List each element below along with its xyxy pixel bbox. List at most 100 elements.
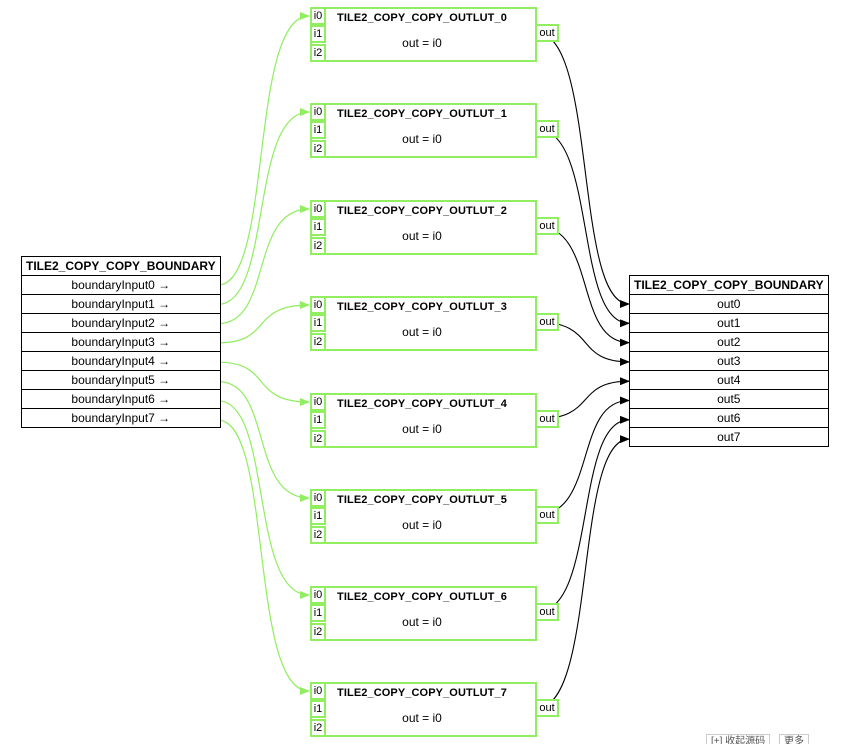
port-i2[interactable]: i2	[310, 333, 326, 351]
port-i2[interactable]: i2	[310, 237, 326, 255]
node-title: TILE2_COPY_COPY_OUTLUT_2	[337, 205, 507, 217]
right-boundary-title: TILE2_COPY_COPY_BOUNDARY	[629, 275, 829, 295]
left-boundary-row-0[interactable]: boundaryInput0 →	[21, 275, 221, 295]
right-boundary-row-7[interactable]: out7	[629, 427, 829, 447]
node-expression: out = i0	[402, 518, 442, 532]
left-boundary-title: TILE2_COPY_COPY_BOUNDARY	[21, 256, 221, 276]
left-boundary-row-2[interactable]: boundaryInput2 →	[21, 313, 221, 333]
node-input-ports: i0 i1 i2	[310, 489, 326, 544]
input-edge-4	[217, 361, 310, 406]
port-i2[interactable]: i2	[310, 719, 326, 737]
port-i2[interactable]: i2	[310, 623, 326, 641]
node-title: TILE2_COPY_COPY_OUTLUT_7	[337, 687, 507, 699]
output-edge-7	[536, 435, 630, 709]
port-out[interactable]: out	[535, 313, 559, 331]
node-expression: out = i0	[402, 132, 442, 146]
port-i0[interactable]: i0	[310, 489, 326, 507]
port-i1[interactable]: i1	[310, 700, 326, 718]
node-input-ports: i0 i1 i2	[310, 103, 326, 158]
port-i1[interactable]: i1	[310, 218, 326, 236]
port-i0[interactable]: i0	[310, 586, 326, 604]
right-boundary-row-0[interactable]: out0	[629, 294, 829, 314]
left-boundary-table: TILE2_COPY_COPY_BOUNDARY boundaryInput0 …	[21, 256, 221, 428]
collapse-source-button[interactable]: [+] 收起源码	[706, 734, 771, 744]
node-outlut-4[interactable]: i0 i1 i2 TILE2_COPY_COPY_OUTLUT_4 out = …	[310, 393, 559, 448]
port-i0[interactable]: i0	[310, 393, 326, 411]
node-expression: out = i0	[402, 36, 442, 50]
input-edge-3	[217, 301, 310, 344]
left-boundary-row-4[interactable]: boundaryInput4 →	[21, 351, 221, 371]
input-edge-0	[217, 12, 310, 286]
code-toolbar: [+] 收起源码 更多	[706, 734, 859, 744]
node-title: TILE2_COPY_COPY_OUTLUT_0	[337, 12, 507, 24]
right-boundary-row-1[interactable]: out1	[629, 313, 829, 333]
right-boundary-table: TILE2_COPY_COPY_BOUNDARY out0 out1 out2 …	[629, 275, 829, 447]
port-i2[interactable]: i2	[310, 140, 326, 158]
input-edge-1	[217, 108, 310, 305]
port-i0[interactable]: i0	[310, 200, 326, 218]
port-i2[interactable]: i2	[310, 44, 326, 62]
input-edge-2	[217, 205, 310, 325]
port-out[interactable]: out	[535, 120, 559, 138]
node-title: TILE2_COPY_COPY_OUTLUT_3	[337, 301, 507, 313]
node-outlut-5[interactable]: i0 i1 i2 TILE2_COPY_COPY_OUTLUT_5 out = …	[310, 489, 559, 544]
port-i0[interactable]: i0	[310, 682, 326, 700]
right-boundary-row-3[interactable]: out3	[629, 351, 829, 371]
port-i1[interactable]: i1	[310, 25, 326, 43]
port-i0[interactable]: i0	[310, 7, 326, 25]
node-expression: out = i0	[402, 615, 442, 629]
right-boundary-row-2[interactable]: out2	[629, 332, 829, 352]
node-title: TILE2_COPY_COPY_OUTLUT_6	[337, 591, 507, 603]
port-i1[interactable]: i1	[310, 314, 326, 332]
node-expression: out = i0	[402, 229, 442, 243]
port-out[interactable]: out	[535, 603, 559, 621]
port-i1[interactable]: i1	[310, 604, 326, 622]
node-title: TILE2_COPY_COPY_OUTLUT_1	[337, 108, 507, 120]
node-expression: out = i0	[402, 422, 442, 436]
node-input-ports: i0 i1 i2	[310, 393, 326, 448]
node-input-ports: i0 i1 i2	[310, 200, 326, 255]
node-outlut-7[interactable]: i0 i1 i2 TILE2_COPY_COPY_OUTLUT_7 out = …	[310, 682, 559, 737]
port-out[interactable]: out	[535, 410, 559, 428]
node-expression: out = i0	[402, 711, 442, 725]
left-boundary-row-7[interactable]: boundaryInput7 →	[21, 408, 221, 428]
node-title: TILE2_COPY_COPY_OUTLUT_4	[337, 398, 507, 410]
output-edge-6	[536, 415, 630, 613]
input-edges	[217, 12, 310, 695]
node-outlut-2[interactable]: i0 i1 i2 TILE2_COPY_COPY_OUTLUT_2 out = …	[310, 200, 559, 255]
left-boundary-row-1[interactable]: boundaryInput1 →	[21, 294, 221, 314]
input-edge-5	[217, 380, 310, 502]
node-input-ports: i0 i1 i2	[310, 7, 326, 62]
port-i1[interactable]: i1	[310, 507, 326, 525]
node-title: TILE2_COPY_COPY_OUTLUT_5	[337, 494, 507, 506]
right-boundary-row-6[interactable]: out6	[629, 408, 829, 428]
node-outlut-1[interactable]: i0 i1 i2 TILE2_COPY_COPY_OUTLUT_1 out = …	[310, 103, 559, 158]
node-outlut-6[interactable]: i0 i1 i2 TILE2_COPY_COPY_OUTLUT_6 out = …	[310, 586, 559, 641]
port-out[interactable]: out	[535, 699, 559, 717]
left-boundary-row-3[interactable]: boundaryInput3 →	[21, 332, 221, 352]
port-i2[interactable]: i2	[310, 430, 326, 448]
node-input-ports: i0 i1 i2	[310, 296, 326, 351]
right-boundary-row-5[interactable]: out5	[629, 389, 829, 409]
left-boundary-row-6[interactable]: boundaryInput6 →	[21, 389, 221, 409]
port-i2[interactable]: i2	[310, 526, 326, 544]
node-input-ports: i0 i1 i2	[310, 586, 326, 641]
port-out[interactable]: out	[535, 24, 559, 42]
port-out[interactable]: out	[535, 506, 559, 524]
port-i0[interactable]: i0	[310, 296, 326, 314]
port-i1[interactable]: i1	[310, 121, 326, 139]
port-i0[interactable]: i0	[310, 103, 326, 121]
node-outlut-0[interactable]: i0 i1 i2 TILE2_COPY_COPY_OUTLUT_0 out = …	[310, 7, 559, 62]
port-out[interactable]: out	[535, 217, 559, 235]
node-expression: out = i0	[402, 325, 442, 339]
right-boundary-row-4[interactable]: out4	[629, 370, 829, 390]
input-edge-6	[217, 400, 310, 599]
left-boundary-row-5[interactable]: boundaryInput5 →	[21, 370, 221, 390]
more-button[interactable]: 更多	[778, 734, 809, 744]
input-edge-7	[217, 419, 310, 695]
output-edge-0	[536, 32, 630, 308]
node-outlut-3[interactable]: i0 i1 i2 TILE2_COPY_COPY_OUTLUT_3 out = …	[310, 296, 559, 351]
output-edge-1	[536, 128, 630, 328]
port-i1[interactable]: i1	[310, 411, 326, 429]
node-input-ports: i0 i1 i2	[310, 682, 326, 737]
